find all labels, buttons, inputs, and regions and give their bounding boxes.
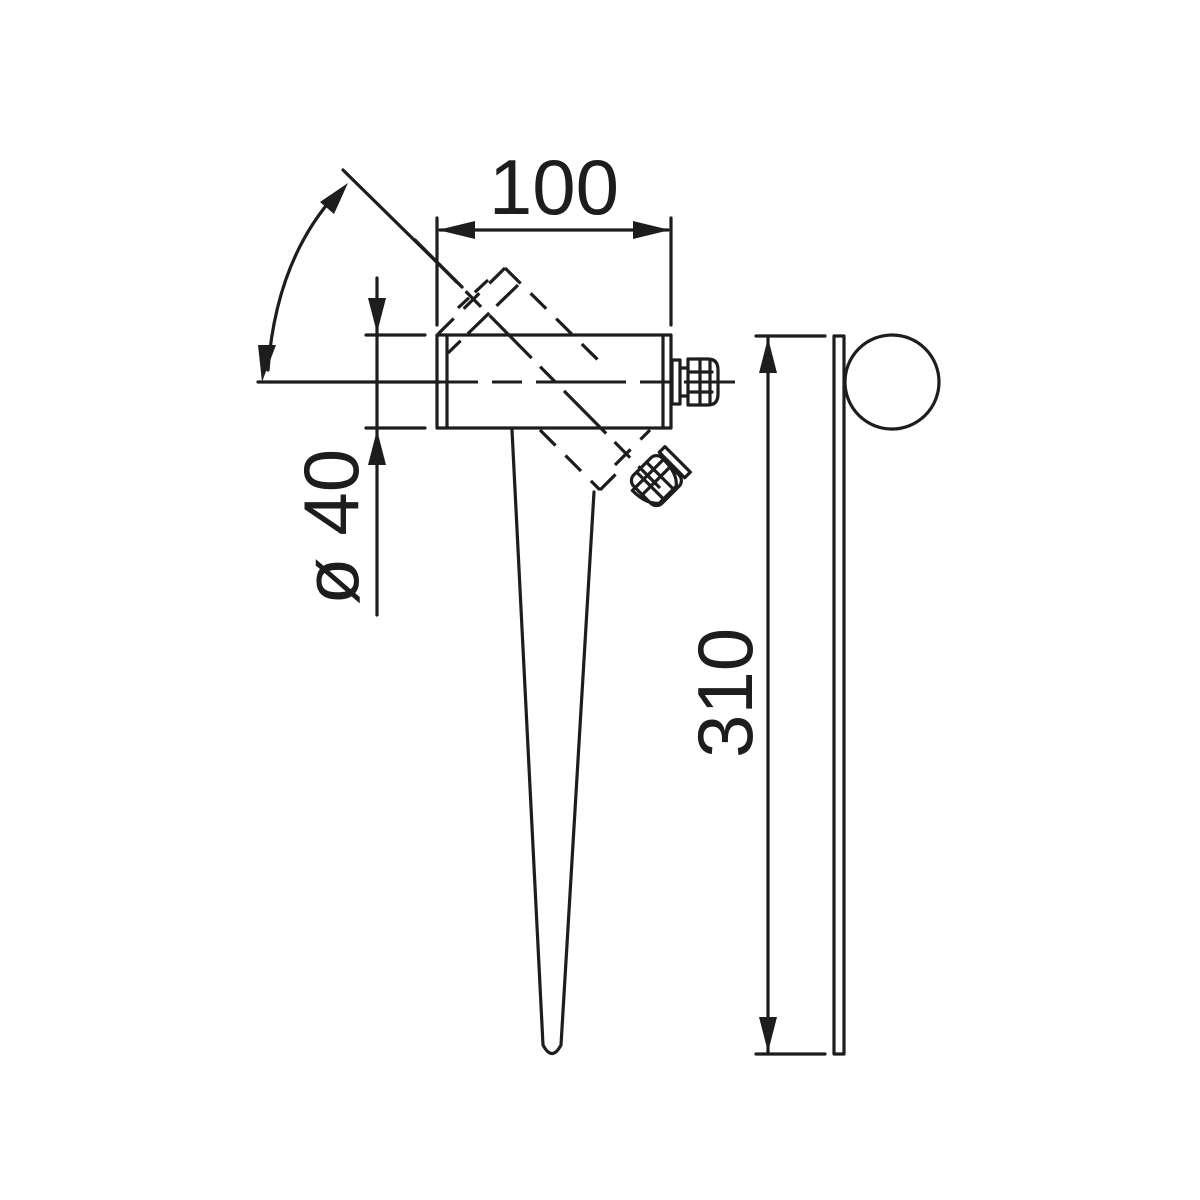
tilt-angle-dimension (256, 168, 464, 384)
diameter-dimension: ø 40 (287, 276, 427, 617)
tilt-axis-line (413, 238, 662, 490)
front-view (832, 333, 941, 1056)
ground-spike (510, 428, 596, 1056)
tilted-position-dashed (434, 266, 652, 492)
diameter-label: ø 40 (287, 449, 375, 605)
height-label: 310 (681, 628, 769, 758)
length-label: 100 (489, 143, 619, 231)
height-dimension: 310 (681, 334, 827, 1056)
cylinder-body (388, 333, 735, 430)
tilted-cable-gland (629, 445, 692, 508)
cable-gland (670, 357, 720, 407)
circular-head (843, 333, 941, 431)
length-dimension: 100 (435, 143, 673, 327)
